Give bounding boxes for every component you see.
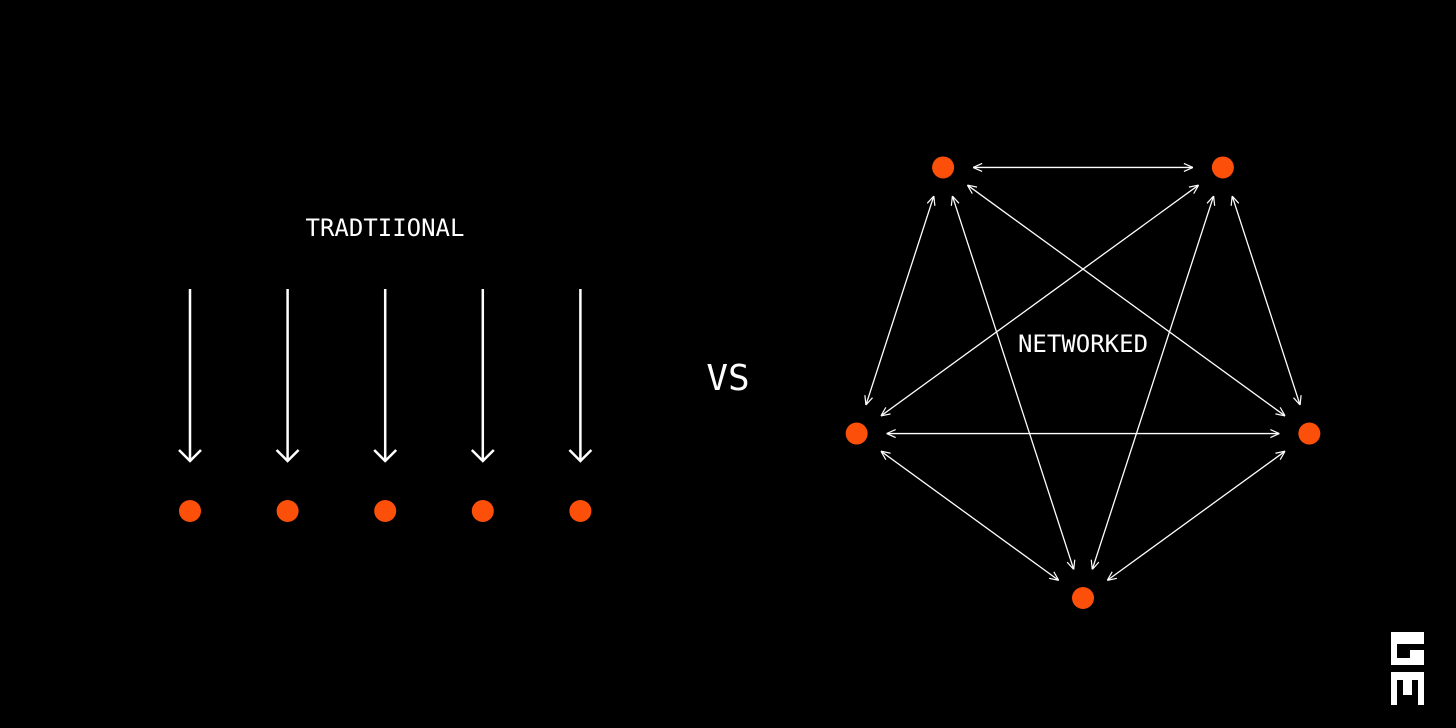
network-node: [845, 422, 868, 445]
traditional-section: TRADTIIONAL: [178, 214, 593, 522]
traditional-arrowhead: [568, 449, 593, 463]
network-connection: [1232, 196, 1300, 405]
network-connection: [881, 185, 1199, 416]
traditional-node: [179, 500, 201, 522]
traditional-arrowhead: [373, 449, 398, 463]
network-node: [1298, 422, 1321, 445]
gm-logo-icon: [1391, 632, 1424, 705]
traditional-node: [569, 500, 592, 522]
traditional-title: TRADTIIONAL: [306, 214, 465, 242]
network-connection: [952, 196, 1073, 569]
traditional-node: [471, 500, 494, 522]
traditional-arrowhead: [275, 449, 300, 463]
network-connection: [967, 185, 1285, 416]
networked-title: NETWORKED: [1018, 330, 1148, 358]
network-node: [1211, 156, 1234, 179]
networked-connections: [866, 167, 1300, 580]
traditional-node: [374, 500, 397, 522]
network-connection: [1107, 451, 1285, 580]
traditional-arrowhead: [178, 449, 202, 463]
networked-section: NETWORKED: [845, 156, 1321, 609]
traditional-arrowhead: [470, 449, 495, 463]
network-connection: [881, 451, 1059, 580]
traditional-node: [276, 500, 299, 522]
traditional-arrows: [178, 289, 593, 463]
vs-label: VS: [706, 358, 749, 399]
network-connection: [1092, 196, 1213, 569]
network-node: [932, 156, 955, 179]
networked-nodes: [845, 156, 1321, 609]
network-connection: [866, 196, 934, 405]
traditional-nodes: [179, 500, 592, 522]
network-node: [1072, 587, 1094, 609]
